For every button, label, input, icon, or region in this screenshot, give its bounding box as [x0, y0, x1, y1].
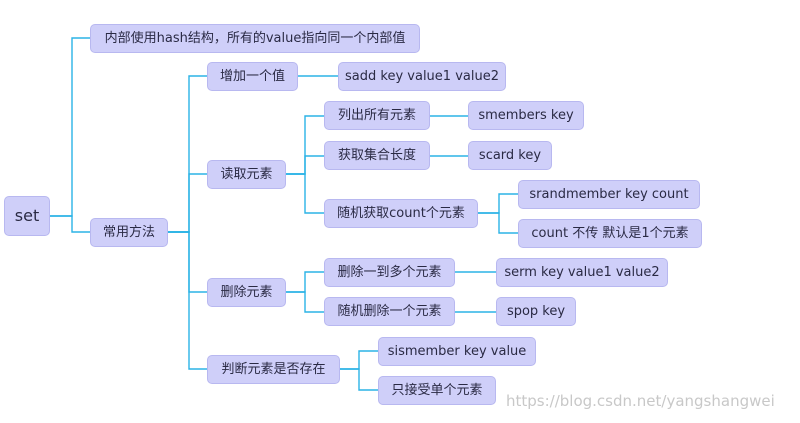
node-random-delete[interactable]: 随机删除一个元素 — [324, 297, 455, 326]
connector-methods-delete — [168, 231, 207, 293]
node-list-all[interactable]: 列出所有元素 — [324, 101, 430, 130]
node-count-default-note[interactable]: count 不传 默认是1个元素 — [518, 219, 702, 248]
node-get-length[interactable]: 获取集合长度 — [324, 141, 430, 170]
connector-root-methods — [50, 215, 90, 233]
node-description[interactable]: 内部使用hash结构，所有的value指向同一个内部值 — [90, 24, 420, 53]
connector-exists-note — [340, 368, 378, 391]
node-scard-command[interactable]: scard key — [468, 141, 552, 170]
connector-methods-add — [168, 75, 207, 233]
node-delete-elements[interactable]: 删除元素 — [207, 278, 286, 307]
node-sismember-command[interactable]: sismember key value — [378, 337, 536, 366]
connector-randget-note — [478, 212, 518, 234]
node-single-element-note[interactable]: 只接受单个元素 — [378, 376, 496, 405]
node-spop-command[interactable]: spop key — [496, 297, 576, 326]
connector-root-desc — [50, 37, 90, 217]
connector-methods-read — [168, 173, 207, 233]
node-check-exists[interactable]: 判断元素是否存在 — [207, 355, 340, 384]
node-common-methods[interactable]: 常用方法 — [90, 218, 168, 247]
node-add-value[interactable]: 增加一个值 — [207, 62, 298, 91]
node-smembers-command[interactable]: smembers key — [468, 101, 584, 130]
connector-methods-exists — [168, 231, 207, 370]
connector-delete-rand — [286, 291, 324, 313]
node-srandmember-command[interactable]: srandmember key count — [518, 180, 700, 209]
connector-read-getlen — [286, 155, 324, 175]
node-delete-many[interactable]: 删除一到多个元素 — [324, 258, 455, 287]
connector-exists-cmd — [340, 350, 378, 370]
watermark-text: https://blog.csdn.net/yangshangwei — [506, 392, 775, 410]
node-srem-command[interactable]: serm key value1 value2 — [496, 258, 668, 287]
node-sadd-command[interactable]: sadd key value1 value2 — [338, 62, 506, 91]
connector-randget-cmds — [478, 193, 518, 214]
root-node-set[interactable]: set — [4, 196, 50, 236]
node-read-elements[interactable]: 读取元素 — [207, 160, 286, 189]
connector-read-randget — [286, 173, 324, 214]
connector-delete-many — [286, 271, 324, 293]
node-random-get[interactable]: 随机获取count个元素 — [324, 199, 478, 228]
